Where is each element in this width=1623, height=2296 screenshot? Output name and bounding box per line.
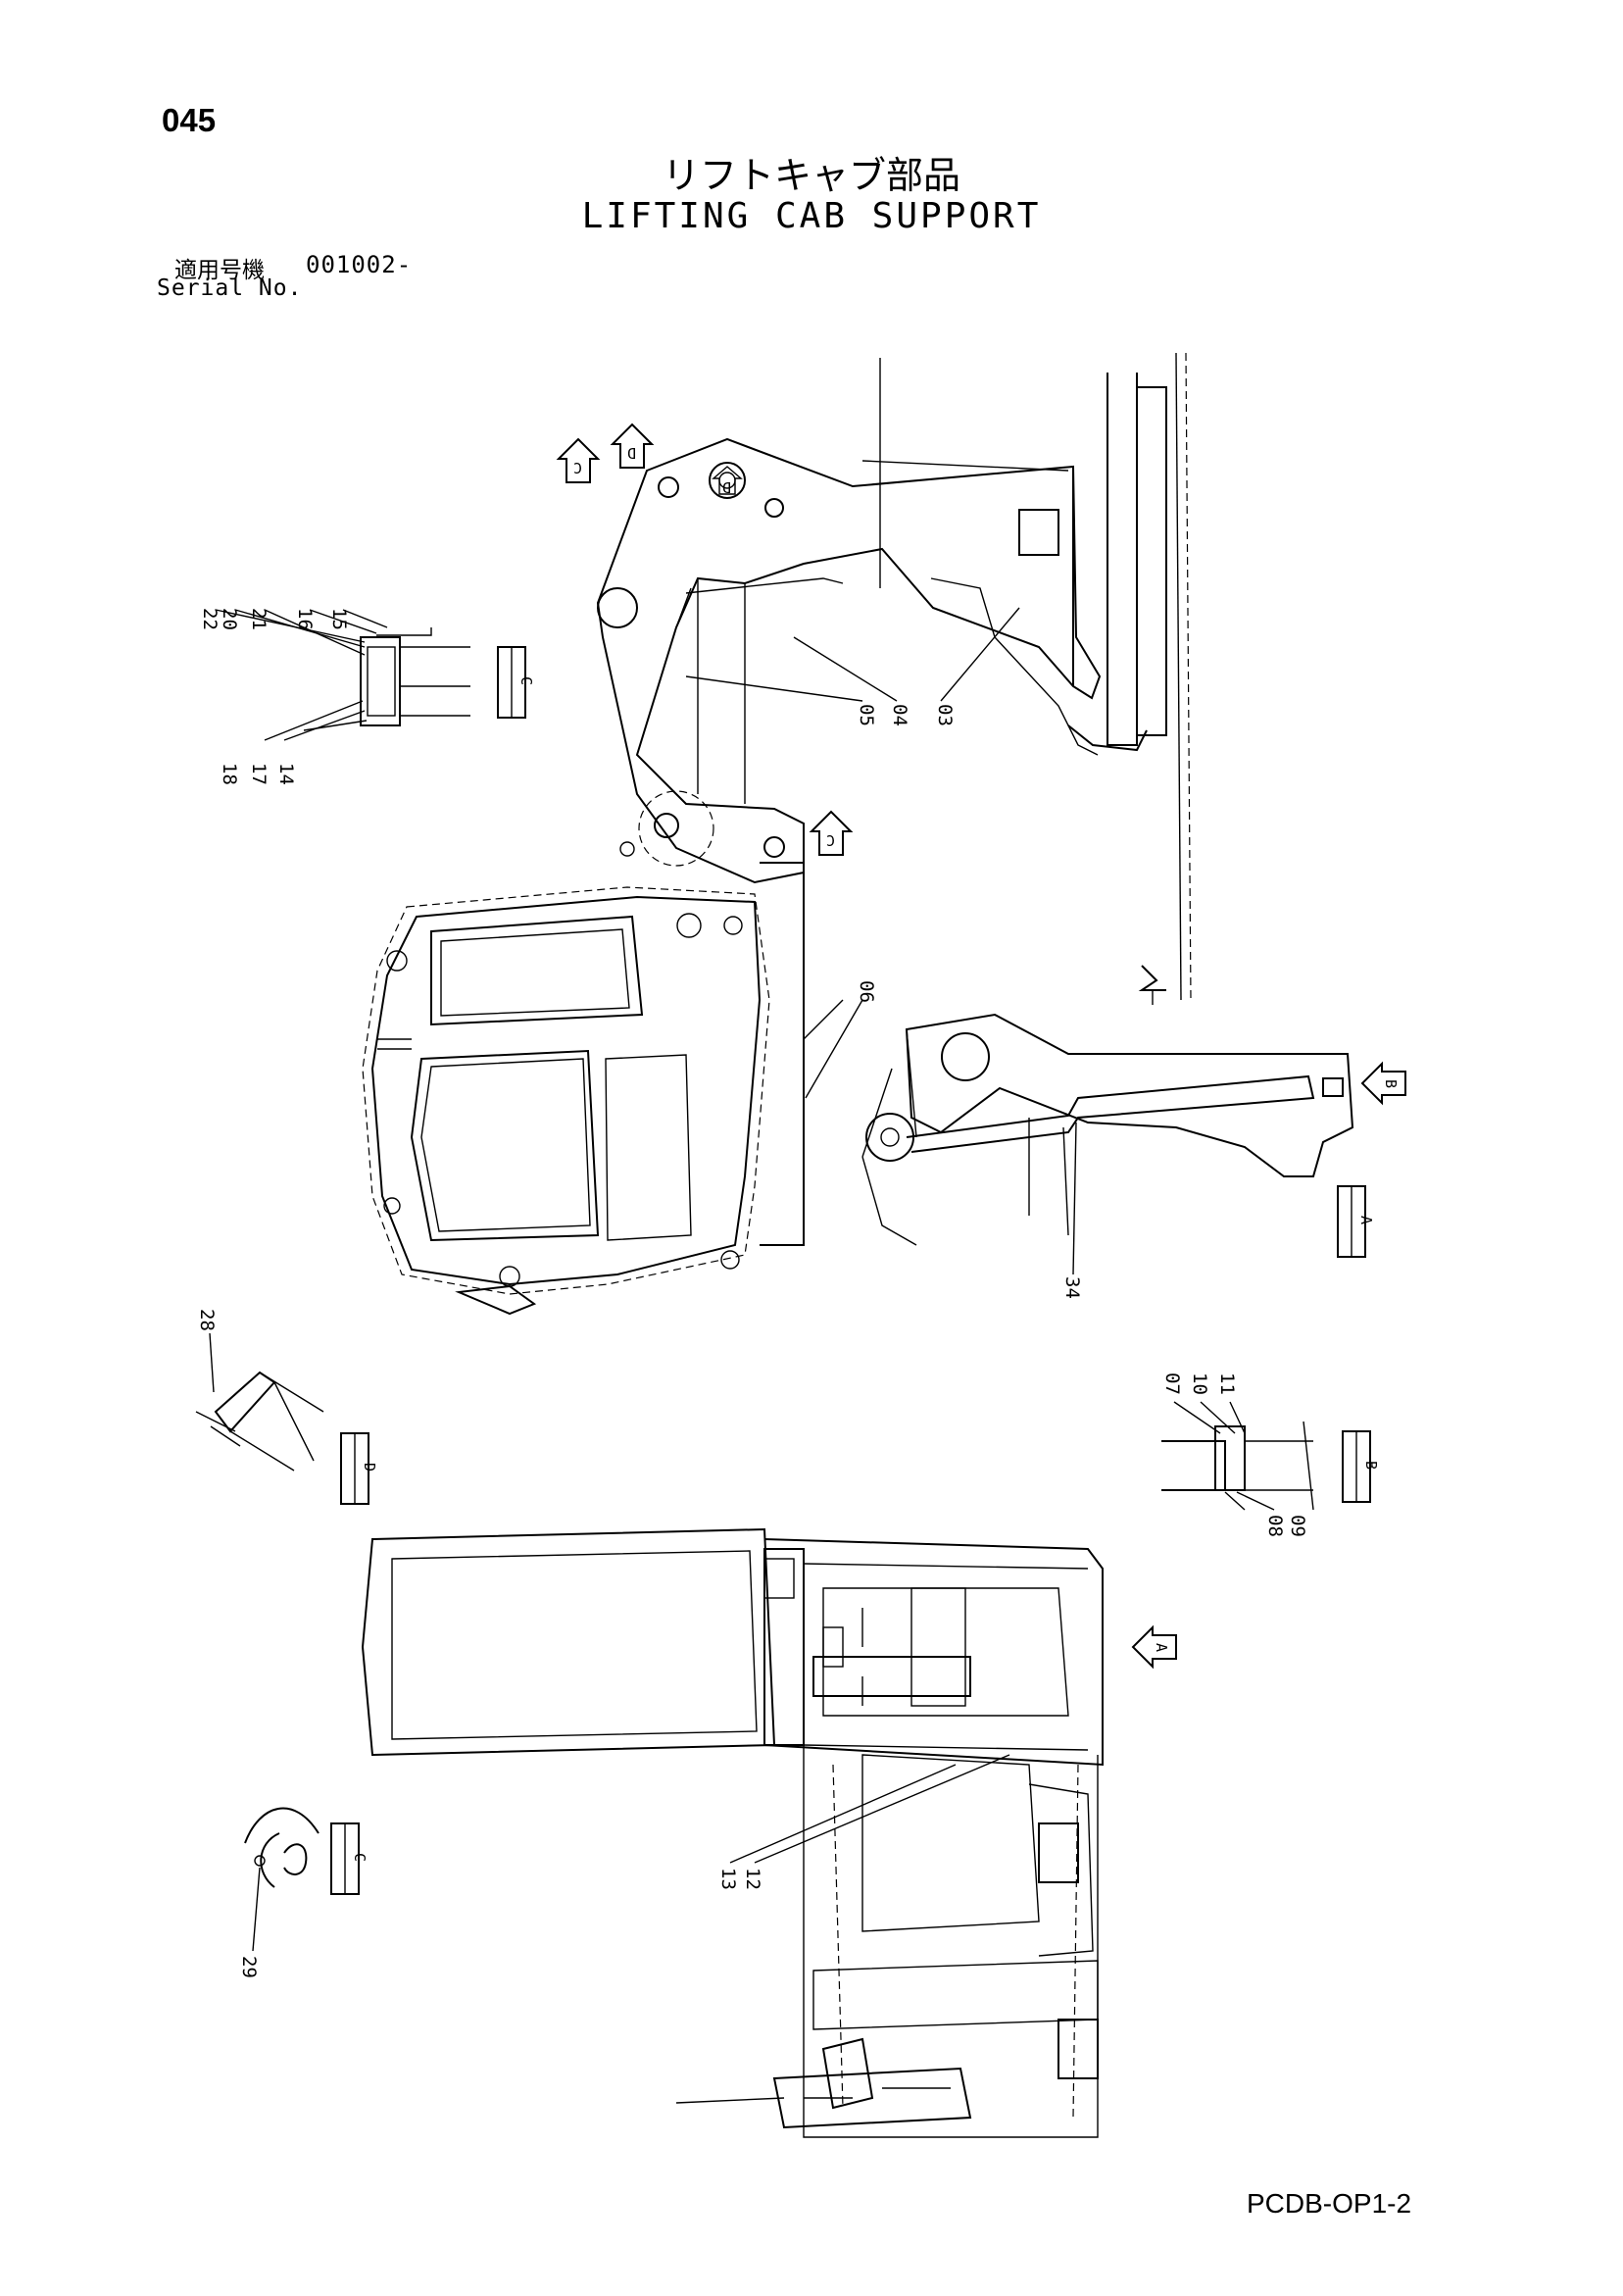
part-number-11: 11: [1216, 1373, 1238, 1395]
cab-side-view: [362, 862, 844, 1316]
view-arrow-d-pin: D: [712, 466, 743, 496]
section-b-detail: [1161, 1421, 1314, 1511]
section-letter: C: [351, 1853, 369, 1862]
part-number-20: 20: [219, 608, 240, 630]
view-arrow-c-upper-left: C: [556, 437, 601, 483]
part-number-21: 21: [248, 608, 270, 630]
part-number-34: 34: [1061, 1276, 1083, 1299]
title-english: LIFTING CAB SUPPORT: [581, 196, 1042, 236]
section-label-a: A: [1337, 1185, 1375, 1258]
serial-label-english: Serial No.: [157, 275, 303, 301]
section-letter: A: [1357, 1216, 1375, 1224]
section-c-bottom-detail: [244, 1807, 320, 1888]
part-number-10: 10: [1189, 1373, 1210, 1395]
part-number-07: 07: [1161, 1373, 1183, 1395]
part-number-17: 17: [248, 763, 270, 785]
part-number-14: 14: [275, 763, 297, 785]
svg-text:D: D: [627, 444, 636, 462]
section-label-c-upper: C: [497, 646, 535, 719]
part-number-28: 28: [196, 1309, 218, 1331]
svg-text:D: D: [722, 478, 731, 496]
view-arrow-b: B: [1360, 1061, 1406, 1106]
part-number-12: 12: [742, 1868, 763, 1890]
part-number-08: 08: [1264, 1515, 1286, 1537]
part-number-15: 15: [328, 608, 350, 630]
section-a-cylinder: [861, 1013, 1354, 1246]
section-letter: D: [361, 1463, 378, 1472]
part-number-29: 29: [238, 1956, 260, 1978]
part-number-03: 03: [934, 704, 956, 726]
leader-lines: [209, 607, 1275, 1952]
part-number-06: 06: [856, 980, 877, 1003]
cab-top-view: [361, 1527, 1104, 2138]
section-c-detail: [360, 627, 470, 726]
svg-text:B: B: [1382, 1079, 1400, 1088]
part-number-05: 05: [856, 704, 877, 726]
footer-code: PCDB-OP1-2: [1247, 2188, 1412, 2219]
svg-text:A: A: [1153, 1643, 1170, 1652]
serial-value: 001002-: [306, 251, 413, 278]
part-number-22: 22: [199, 608, 221, 630]
section-label-c-lower: C: [330, 1822, 369, 1895]
serial-label-japanese: 適用号機: [174, 258, 265, 283]
view-arrow-c-right: C: [809, 810, 854, 856]
section-label-d: D: [340, 1432, 378, 1505]
part-number-16: 16: [294, 608, 316, 630]
section-letter: B: [1362, 1461, 1380, 1470]
view-arrow-a: A: [1131, 1624, 1177, 1670]
svg-text:C: C: [573, 459, 582, 476]
view-arrow-d-upper: D: [610, 423, 655, 469]
part-number-13: 13: [717, 1868, 739, 1890]
section-letter: C: [517, 676, 535, 685]
page-number: 045: [162, 102, 217, 138]
part-callouts: 22 20 21 16 15 18 17 14 05 04 03 06 34 2…: [196, 608, 1308, 1978]
section-label-b: B: [1342, 1430, 1380, 1503]
title-japanese: リフトキャブ部品: [662, 154, 960, 197]
part-number-18: 18: [219, 763, 240, 785]
lifting-arm-assembly: [596, 352, 1192, 1005]
section-d-detail: [195, 1371, 324, 1472]
part-number-09: 09: [1287, 1515, 1308, 1537]
svg-text:C: C: [826, 831, 835, 849]
part-number-04: 04: [889, 704, 910, 726]
